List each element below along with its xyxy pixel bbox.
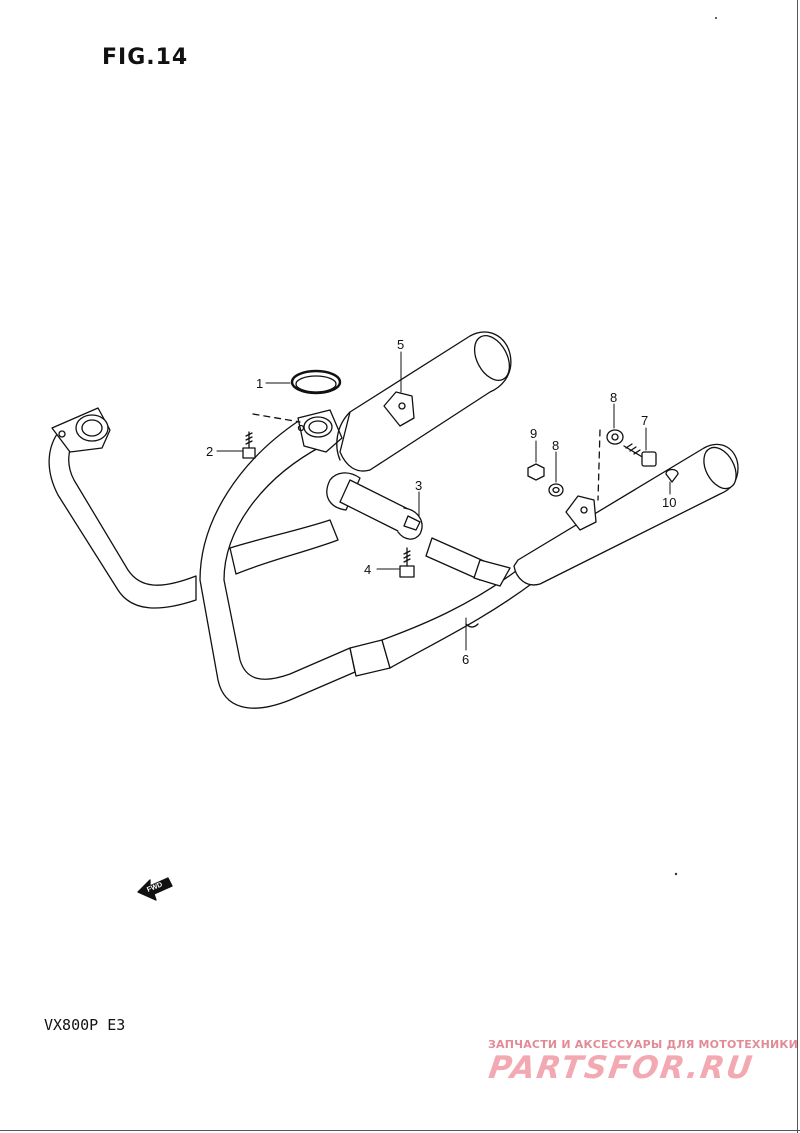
connector-pipe <box>339 479 511 587</box>
scan-dot <box>674 872 678 876</box>
watermark-logo: PARTSFOR.RU <box>486 1050 757 1086</box>
page-border-right <box>797 0 798 1133</box>
callout-4: 4 <box>364 562 371 577</box>
callout-6: 6 <box>462 652 469 667</box>
callout-2: 2 <box>206 444 213 459</box>
callout-3: 3 <box>415 478 422 493</box>
callout-9: 9 <box>530 426 537 441</box>
washer-8-upper <box>597 429 624 501</box>
bolt-2 <box>242 413 301 459</box>
callout-7: 7 <box>641 413 648 428</box>
nut-9 <box>527 463 545 481</box>
page-border-bottom <box>0 1130 800 1131</box>
bolt-7 <box>623 443 657 467</box>
callout-1: 1 <box>256 376 263 391</box>
gasket-ring <box>290 369 342 395</box>
callout-8-upper: 8 <box>610 390 617 405</box>
callout-8-lower: 8 <box>552 438 559 453</box>
fwd-arrow-icon: FWD <box>137 877 173 901</box>
rear-exhaust-pipe <box>199 409 535 709</box>
front-exhaust-pipe <box>48 407 197 609</box>
figure-title: FIG.14 <box>102 45 189 70</box>
callout-numbers: 1 2 3 4 5 6 7 8 8 9 10 <box>206 337 676 667</box>
callout-10: 10 <box>662 495 676 510</box>
muffler-lower <box>513 443 739 586</box>
scan-dot <box>715 17 717 19</box>
model-code: VX800P E3 <box>44 1016 126 1034</box>
watermark-tagline: ЗАПЧАСТИ И АКСЕССУАРЫ ДЛЯ МОТОТЕХНИКИ <box>488 1038 798 1051</box>
washer-8-lower <box>548 483 564 497</box>
bolt-4 <box>399 547 415 578</box>
leader-lines <box>216 351 671 651</box>
callout-5: 5 <box>397 337 404 352</box>
cap-10 <box>665 468 679 483</box>
